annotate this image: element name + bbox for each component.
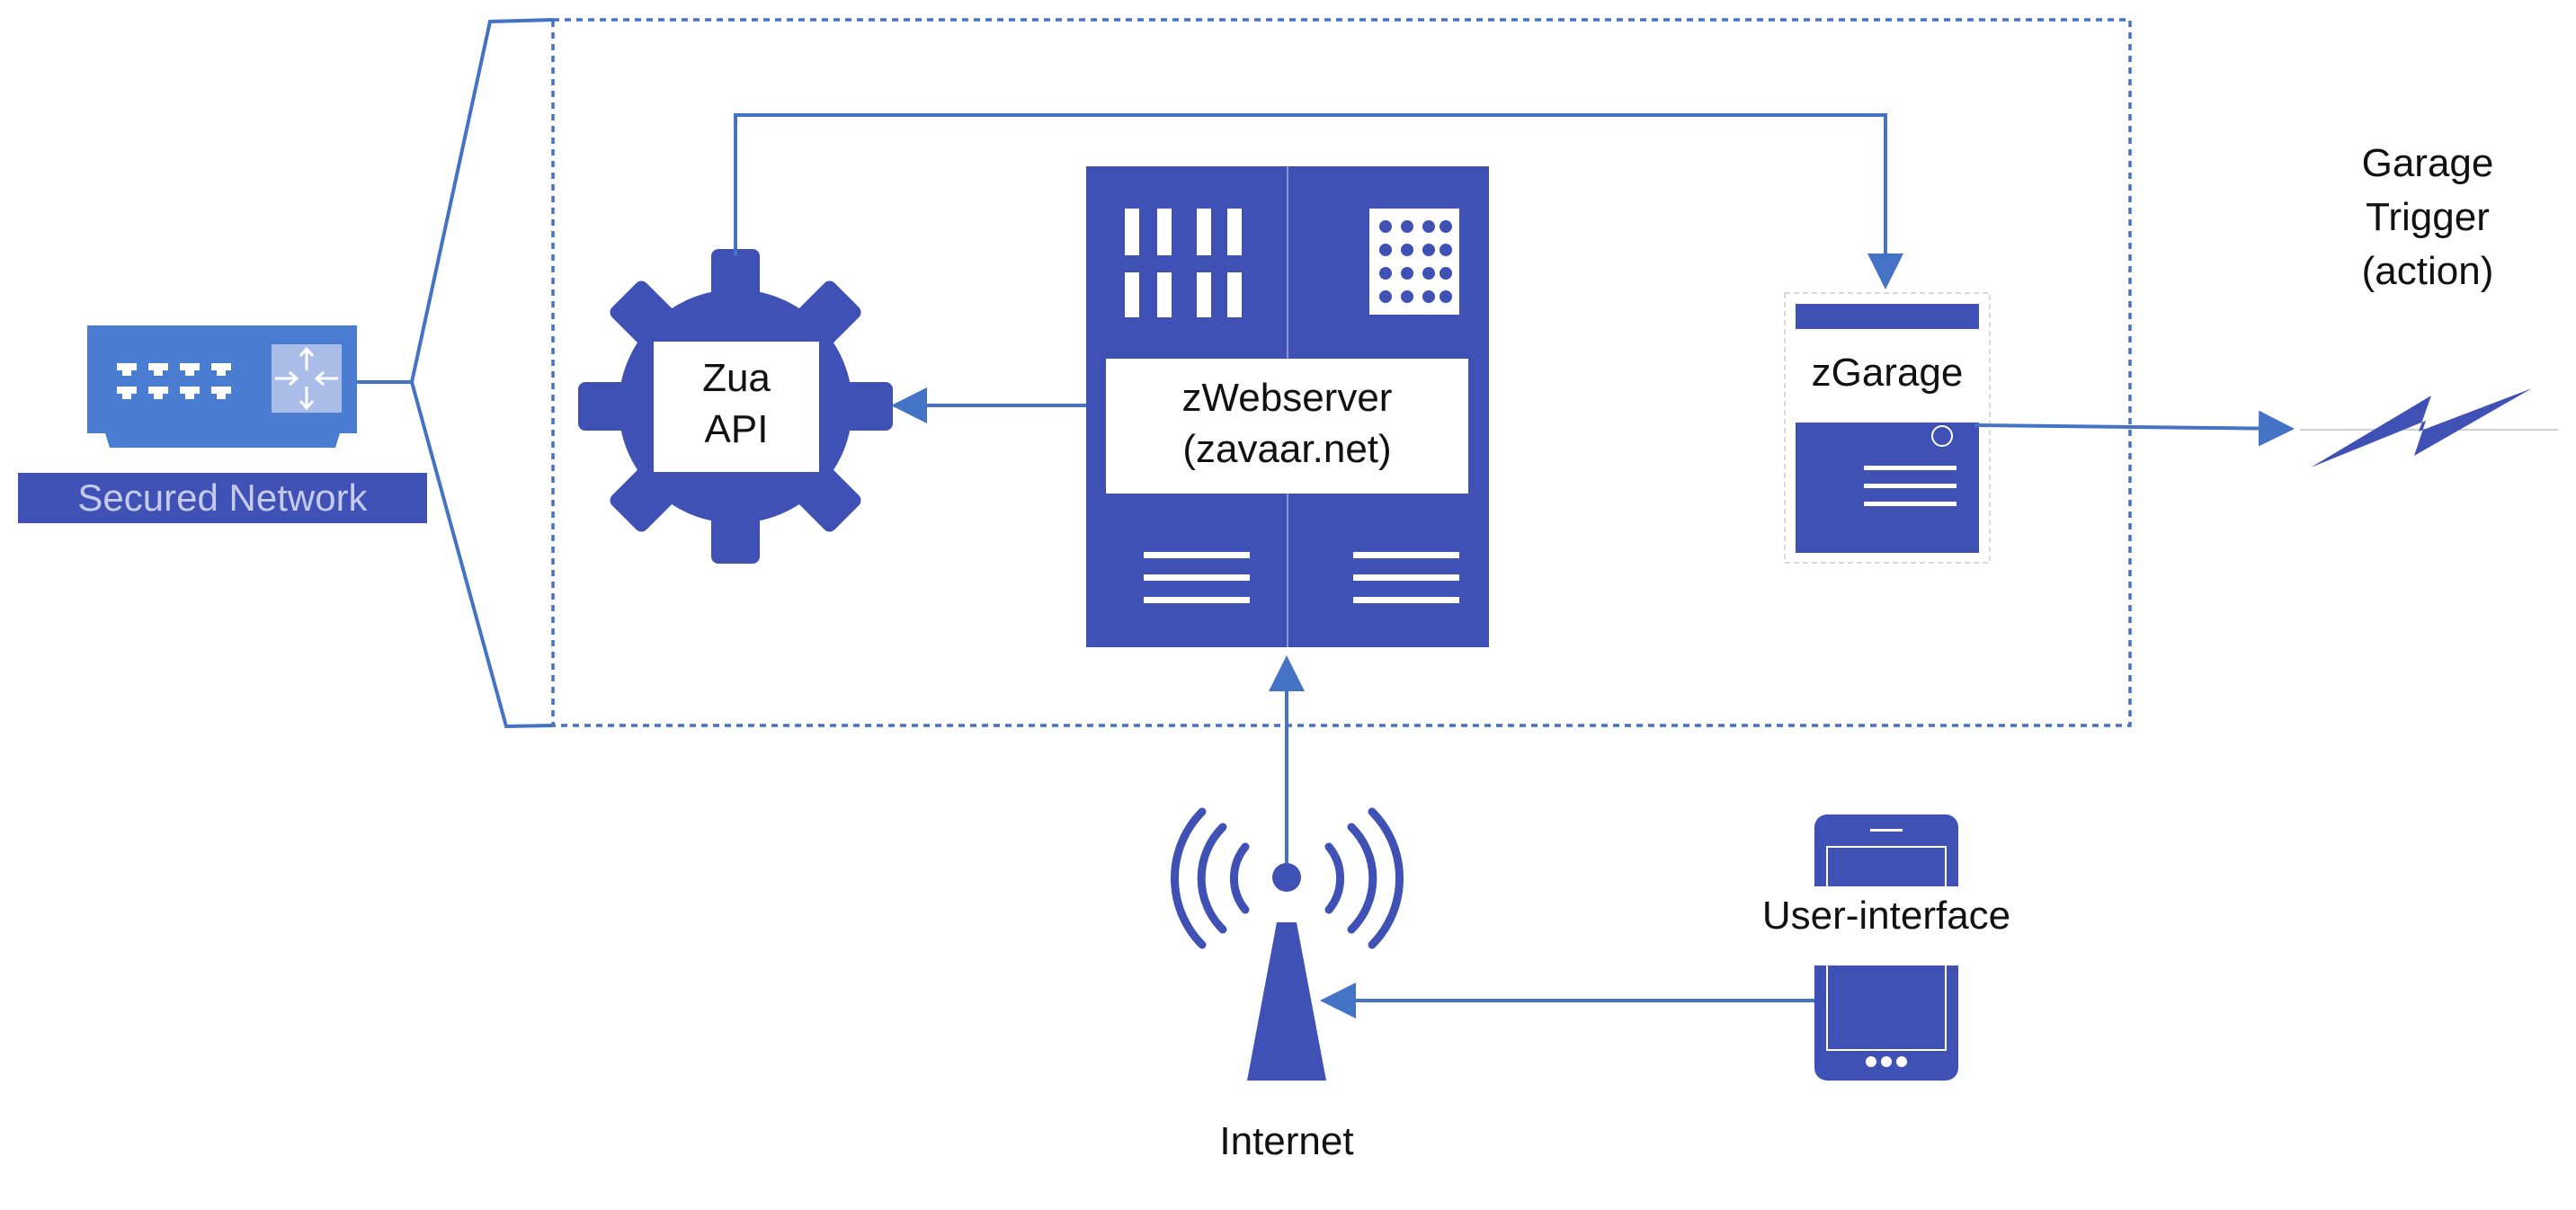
- api-to-zgarage-arrow: [734, 113, 1903, 289]
- user-interface-label-box: [1749, 886, 2024, 965]
- zua-api-label-line2: API: [704, 407, 769, 452]
- zgarage-to-trigger-arrow: [1974, 410, 2295, 447]
- device-panel-icon: [1784, 292, 1991, 564]
- secured-network-label: Secured Network: [77, 476, 368, 519]
- network-bracket: [409, 18, 554, 729]
- lightning-bolt-icon: [2311, 388, 2532, 467]
- zua-api-label: Zua API: [654, 352, 819, 455]
- user-interface-label: User-interface: [1761, 894, 2011, 938]
- garage-trigger-label: Garage Trigger (action): [2288, 137, 2567, 298]
- zgarage-label: zGarage: [1811, 351, 1964, 395]
- internet-label: Internet: [1219, 1119, 1354, 1163]
- garage-trigger-label-line3: (action): [2361, 249, 2494, 293]
- webserver-label-line2: (zavaar.net): [1182, 427, 1392, 472]
- garage-trigger-label-line2: Trigger: [2366, 195, 2490, 239]
- webserver-label: zWebserver (zavaar.net): [1106, 372, 1468, 475]
- webserver-label-line1: zWebserver: [1181, 376, 1393, 420]
- antenna-tower-icon: [1170, 807, 1404, 949]
- switch-router-icon: [87, 325, 357, 448]
- secured-network-banner: [18, 473, 427, 523]
- zua-api-label-box: [654, 342, 819, 472]
- zua-api-label-line1: Zua: [702, 356, 771, 400]
- secured-zone-boundary: [551, 18, 2132, 727]
- server-icon: [1086, 166, 1489, 647]
- garage-trigger-label-line1: Garage: [2361, 141, 2494, 185]
